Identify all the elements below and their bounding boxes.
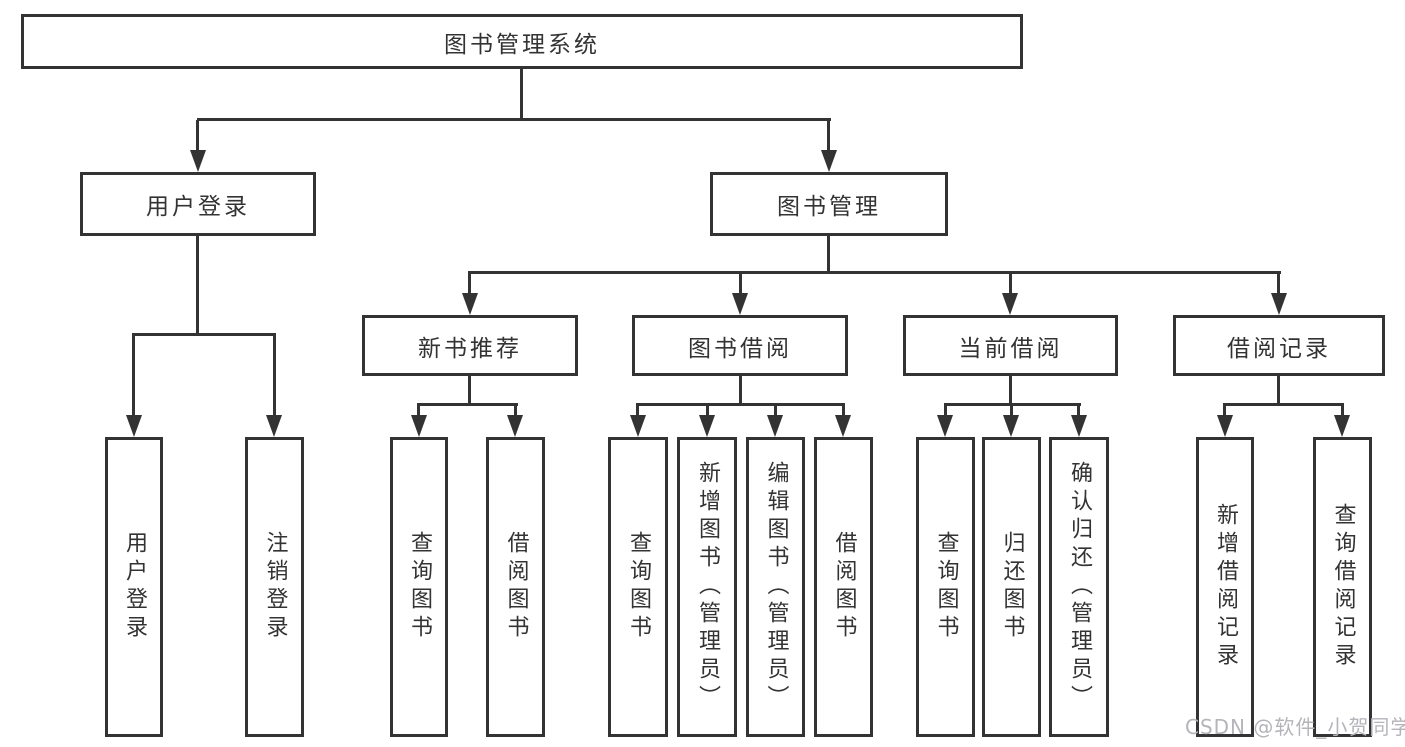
connector-line	[944, 403, 1081, 406]
leaf-query-books-current: 查询图书	[916, 437, 975, 737]
arrow-down-icon	[1003, 415, 1019, 437]
connector-line	[196, 120, 199, 152]
arrow-down-icon	[411, 415, 427, 437]
arrow-down-icon	[1071, 415, 1087, 437]
connector-line	[132, 333, 276, 336]
connector-line	[514, 405, 517, 417]
connector-line	[842, 405, 845, 417]
connector-line	[1223, 403, 1344, 406]
connector-line	[706, 405, 709, 417]
connector-line	[197, 118, 831, 121]
connector-line	[1077, 405, 1080, 417]
leaf-query-books-recommend-label: 查询图书	[407, 531, 432, 643]
connector-line	[468, 273, 471, 295]
leaf-query-books-borrowing: 查询图书	[608, 437, 668, 737]
arrow-down-icon	[835, 415, 851, 437]
node-book-management: 图书管理	[710, 172, 948, 236]
arrow-down-icon	[190, 150, 206, 172]
leaf-query-borrow-record: 查询借阅记录	[1313, 437, 1372, 737]
connector-line	[468, 375, 471, 406]
connector-line	[739, 273, 742, 295]
arrow-down-icon	[126, 415, 142, 437]
leaf-add-borrow-record-label: 新增借阅记录	[1213, 503, 1238, 671]
arrow-down-icon	[732, 293, 748, 315]
leaf-add-borrow-record: 新增借阅记录	[1196, 437, 1254, 737]
arrow-down-icon	[507, 415, 523, 437]
leaf-query-books-recommend: 查询图书	[390, 437, 448, 737]
node-user-login-label: 用户登录	[146, 194, 250, 220]
arrow-down-icon	[1002, 293, 1018, 315]
node-new-book-recommendation: 新书推荐	[362, 315, 578, 376]
connector-line	[132, 335, 135, 417]
leaf-add-books-admin: 新增图书（管理员）	[677, 437, 737, 737]
arrow-down-icon	[1271, 293, 1287, 315]
connector-line	[1010, 405, 1013, 417]
node-current-borrowing-label: 当前借阅	[958, 335, 1063, 362]
node-borrowing-records: 借阅记录	[1173, 315, 1385, 376]
arrow-down-icon	[630, 415, 646, 437]
leaf-user-login: 用户登录	[105, 437, 163, 737]
connector-line	[196, 236, 199, 336]
arrow-down-icon	[462, 293, 478, 315]
connector-line	[636, 405, 639, 417]
leaf-add-books-admin-label: 新增图书（管理员）	[695, 461, 720, 713]
arrow-down-icon	[937, 415, 953, 437]
leaf-confirm-return-admin: 确认归还（管理员）	[1049, 437, 1109, 737]
node-library-system: 图书管理系统	[21, 14, 1023, 69]
arrow-down-icon	[1217, 415, 1233, 437]
connector-line	[417, 403, 518, 406]
leaf-logout-label: 注销登录	[262, 531, 288, 643]
leaf-borrow-books-borrowing-label: 借阅图书	[831, 531, 857, 643]
arrow-down-icon	[699, 415, 715, 437]
arrow-down-icon	[1334, 415, 1350, 437]
arrow-down-icon	[821, 150, 837, 172]
connector-line	[273, 335, 276, 417]
leaf-edit-books-admin-label: 编辑图书（管理员）	[763, 461, 789, 713]
leaf-return-books: 归还图书	[982, 437, 1041, 737]
leaf-borrow-books-recommend: 借阅图书	[486, 437, 545, 737]
leaf-return-books-label: 归还图书	[999, 531, 1025, 643]
leaf-edit-books-admin: 编辑图书（管理员）	[746, 437, 805, 737]
leaf-borrow-books-borrowing: 借阅图书	[814, 437, 873, 737]
connector-line	[774, 405, 777, 417]
leaf-query-books-borrowing-label: 查询图书	[626, 531, 651, 643]
leaf-user-login-label: 用户登录	[122, 531, 147, 643]
csdn-watermark: CSDN @软件_小贺同学	[1185, 715, 1405, 739]
connector-line	[1277, 273, 1280, 295]
leaf-query-books-current-label: 查询图书	[933, 531, 959, 643]
leaf-borrow-books-recommend-label: 借阅图书	[503, 531, 529, 643]
connector-line	[468, 271, 1281, 274]
connector-line	[1009, 273, 1012, 295]
node-borrowing-records-label: 借阅记录	[1227, 335, 1331, 362]
connector-line	[1223, 405, 1226, 417]
node-new-book-recommendation-label: 新书推荐	[418, 335, 522, 362]
leaf-confirm-return-admin-label: 确认归还（管理员）	[1067, 461, 1092, 713]
node-user-login: 用户登录	[80, 172, 316, 236]
connector-line	[1009, 375, 1012, 406]
connector-line	[417, 405, 420, 417]
leaf-logout: 注销登录	[245, 437, 304, 737]
arrow-down-icon	[767, 415, 783, 437]
node-current-borrowing: 当前借阅	[903, 315, 1118, 376]
connector-line	[1341, 405, 1344, 417]
node-book-borrowing: 图书借阅	[632, 315, 848, 376]
connector-line	[520, 68, 523, 119]
connector-line	[636, 403, 845, 406]
connector-line	[827, 236, 830, 274]
connector-line	[944, 405, 947, 417]
node-library-system-label: 图书管理系统	[444, 31, 600, 58]
connector-line	[1277, 375, 1280, 406]
arrow-down-icon	[266, 415, 282, 437]
connector-line	[827, 120, 830, 152]
node-book-management-label: 图书管理	[777, 194, 881, 220]
leaf-query-borrow-record-label: 查询借阅记录	[1330, 503, 1356, 671]
node-book-borrowing-label: 图书借阅	[688, 335, 792, 362]
connector-line	[739, 375, 742, 406]
